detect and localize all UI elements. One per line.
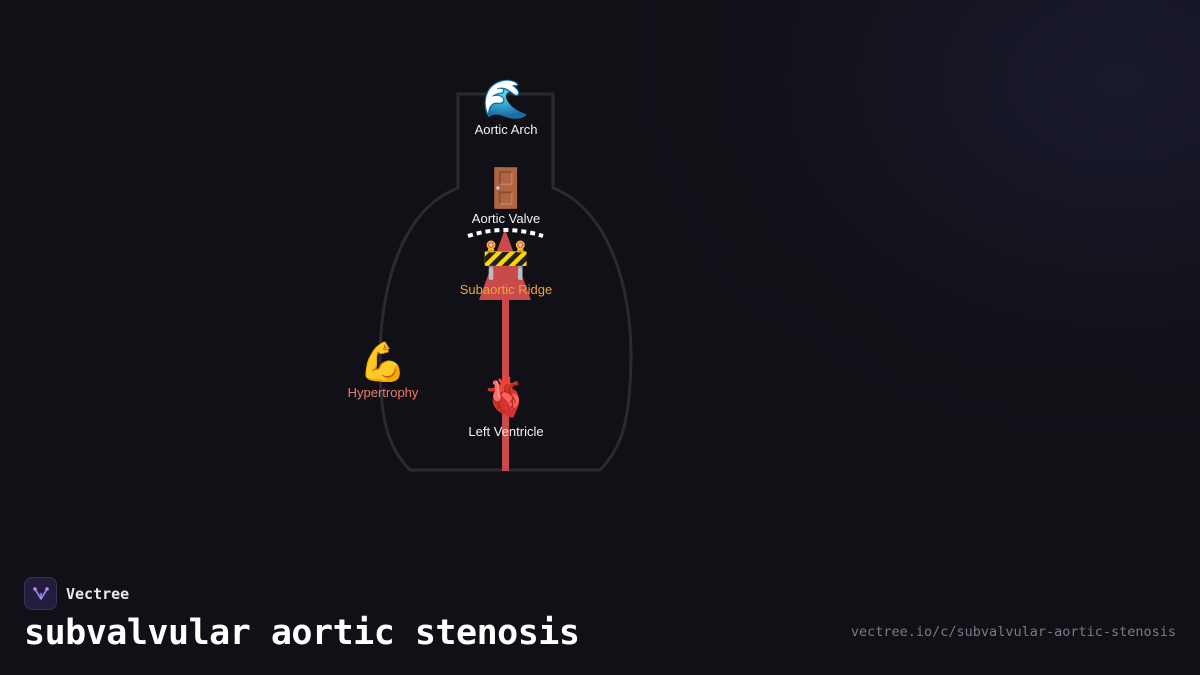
construction-barrier-icon: 🚧	[482, 239, 530, 281]
node-label: Left Ventricle	[468, 424, 544, 439]
valve-leaflets	[467, 228, 544, 238]
node-aortic-valve: 🚪 Aortic Valve	[472, 167, 540, 227]
water-wave-icon: 🌊	[482, 79, 530, 121]
flexed-biceps-icon: 💪	[359, 342, 407, 384]
subaortic-obstruction	[479, 229, 531, 300]
brand-name: Vectree	[66, 584, 130, 603]
node-aortic-arch: 🌊 Aortic Arch	[475, 78, 538, 138]
brand: Vectree	[24, 577, 129, 610]
node-label: Aortic Arch	[474, 122, 538, 137]
page-title: subvalvular aortic stenosis	[24, 613, 580, 653]
node-left-ventricle: 🫀 Left Ventricle	[468, 376, 543, 440]
door-icon: 🚪	[482, 168, 530, 210]
vectree-logo-icon	[24, 577, 57, 610]
node-subaortic-ridge: 🚧 Subaortic Ridge	[460, 238, 553, 298]
node-label: Subaortic Ridge	[459, 282, 553, 297]
page-url: vectree.io/c/subvalvular-aortic-stenosis	[850, 624, 1176, 640]
node-label: Hypertrophy	[347, 385, 419, 400]
heart-outline	[378, 92, 633, 472]
anatomical-heart-icon: 🫀	[482, 377, 530, 419]
node-label: Aortic Valve	[471, 211, 541, 226]
blood-flow-line	[502, 296, 509, 471]
node-hypertrophy: 💪 Hypertrophy	[348, 341, 419, 401]
